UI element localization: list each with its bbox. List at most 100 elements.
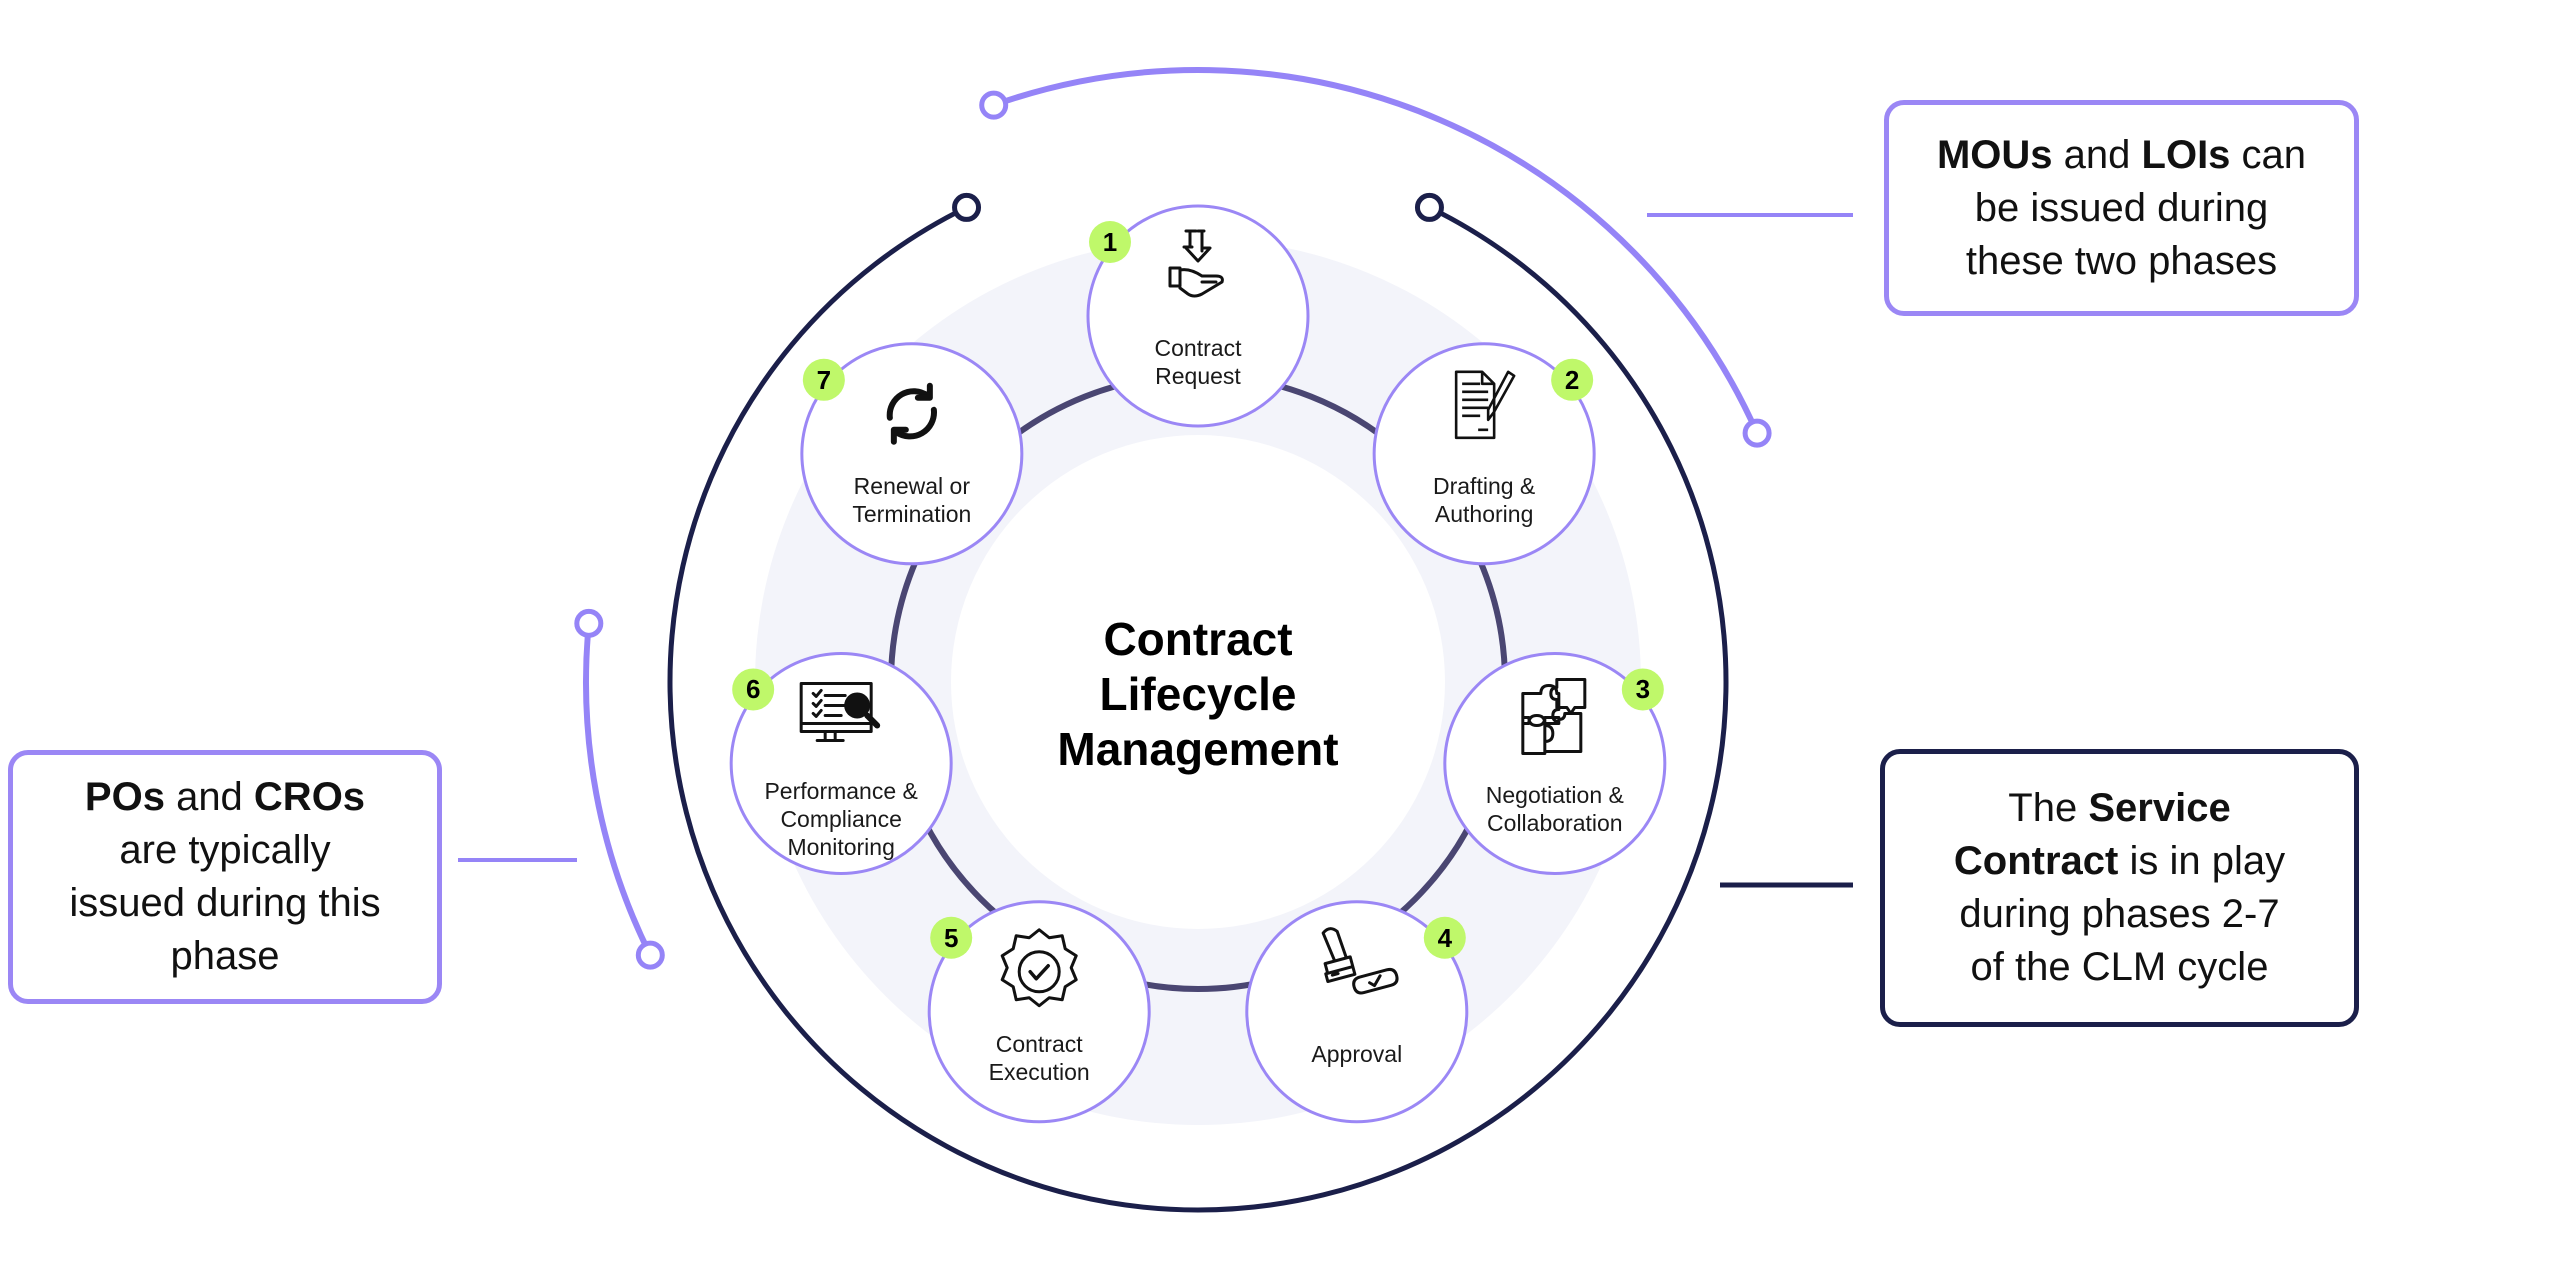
phase-node-5 [927, 900, 1151, 1124]
phase-number: 7 [816, 364, 832, 395]
refresh-cycle-icon [886, 382, 937, 445]
center-title: Contract Lifecycle Management [988, 612, 1408, 777]
phase-label-line: Execution [988, 1058, 1090, 1085]
phase-label-line: Performance & [764, 778, 918, 805]
center-title-line: Management [1057, 723, 1339, 775]
callout-emphasis: CROs [253, 775, 366, 819]
phase-number: 6 [745, 674, 761, 705]
monitor-checklist-magnifier-icon [799, 681, 881, 742]
phase-node-circle [927, 900, 1151, 1124]
callout-segment: can [2230, 132, 2307, 177]
callout-segment: these two phases [1965, 238, 2278, 283]
callout-segment: be issued during [1974, 185, 2269, 230]
arc-endpoint-left [952, 192, 982, 222]
mou-arc-endpoint-start [979, 90, 1009, 120]
phase-node-circle [1086, 204, 1310, 428]
phase-node-7 [800, 342, 1024, 566]
callout-line: during phases 2-7 [1954, 888, 2285, 941]
phase-node-2 [1372, 342, 1596, 566]
phase-label-line: Contract [1154, 335, 1242, 361]
callout-line: POs and CROs [69, 771, 380, 824]
phase-node-1 [1086, 204, 1310, 428]
phase-label-line: Drafting & [1433, 472, 1536, 499]
phase-label-line: Authoring [1434, 500, 1534, 527]
stamp-approval-icon [1321, 927, 1399, 995]
phase-node-circle [1443, 651, 1667, 875]
phase-number-badge [1423, 916, 1466, 959]
callout-emphasis: MOUs [1936, 132, 2053, 177]
center-title-line: Lifecycle [1099, 668, 1297, 720]
callout-line: are typically [69, 824, 380, 877]
phase-node-circle [729, 651, 953, 875]
phase-label-line: Request [1155, 363, 1241, 389]
phase-node-circle [1245, 900, 1469, 1124]
phase-label-line: Monitoring [787, 834, 895, 861]
phase-number: 3 [1635, 674, 1651, 705]
callout-segment: and [164, 775, 254, 819]
inner-white-disc [951, 435, 1445, 929]
callout-line: of the CLM cycle [1954, 941, 2285, 994]
phase-nodes [729, 204, 1667, 1124]
mou-loi-phase-arc [992, 67, 1760, 435]
document-pen-icon [1454, 370, 1516, 440]
phase-label-line: Collaboration [1487, 810, 1623, 837]
callout-emphasis: POs [84, 775, 165, 819]
callout-segment: The [2008, 786, 2089, 830]
callout-emphasis: Contract [1953, 839, 2119, 883]
callout-segment: of the CLM cycle [1970, 945, 2269, 989]
phase-number-badge [1089, 221, 1131, 263]
callout-line: be issued during [1937, 182, 2306, 235]
hand-receive-download-icon [1168, 229, 1224, 298]
phase-node-3 [1443, 651, 1667, 875]
callout-segment: phase [170, 934, 280, 978]
callout-segment: are typically [119, 828, 331, 872]
callout-emphasis: Service [2088, 786, 2231, 830]
callout-emphasis: LOIs [2141, 132, 2231, 177]
arc-endpoint-right [1414, 192, 1444, 222]
phase-node-circle [800, 342, 1024, 566]
callout-segment: is in play [2118, 839, 2286, 883]
po-cro-phase-arc [583, 623, 653, 957]
phase-number: 2 [1564, 364, 1580, 395]
mou-arc-endpoint-end [1742, 418, 1772, 448]
phase-number: 1 [1102, 227, 1118, 257]
callout-segment: and [2052, 132, 2142, 177]
phase-node-6 [729, 651, 953, 875]
callout-line: Contract is in play [1954, 835, 2285, 888]
callout-line: MOUs and LOIs can [1937, 129, 2306, 182]
callout-segment: during phases 2-7 [1959, 892, 2280, 936]
callout-line: these two phases [1937, 235, 2306, 288]
phase-label: Drafting &Authoring [1384, 472, 1584, 528]
puzzle-pieces-icon [1521, 677, 1587, 755]
center-title-line: Contract [1103, 613, 1293, 665]
phase-number-badge [1551, 358, 1594, 401]
phase-label-line: Compliance [780, 806, 902, 833]
callout-segment: issued during this [69, 881, 381, 925]
phase-number-badge [930, 916, 973, 959]
phase-label-line: Termination [852, 500, 972, 527]
phase-number-badge [802, 358, 845, 401]
phase-number-badge [732, 668, 775, 711]
outer-cycle-arc [667, 205, 1729, 1213]
phase-node-circle [1372, 342, 1596, 566]
phase-label-line: Approval [1311, 1040, 1403, 1067]
phase-label-line: Negotiation & [1485, 782, 1624, 809]
phase-number: 5 [943, 922, 959, 953]
phase-label-line: Renewal or [853, 472, 971, 499]
po-arc-endpoint-end [635, 940, 665, 970]
phase-number-badge [1621, 668, 1664, 711]
phase-label: Negotiation &Collaboration [1455, 781, 1655, 837]
callout-line: The Service [1954, 782, 2285, 835]
po-arc-endpoint-start [574, 608, 604, 638]
phase-number: 4 [1437, 922, 1453, 953]
